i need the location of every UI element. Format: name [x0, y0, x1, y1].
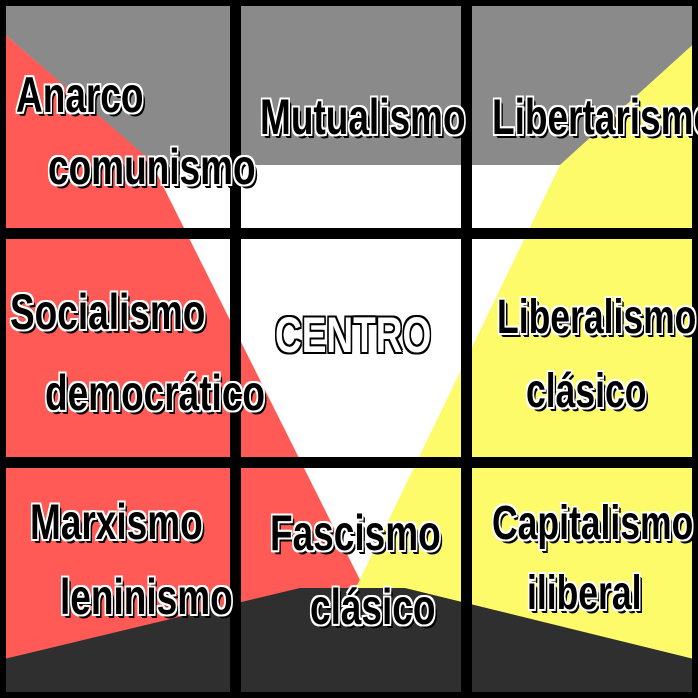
grid-line-horizontal-2: [0, 457, 698, 468]
grid-line-vertical-1: [230, 0, 241, 698]
grid-line-vertical-2: [461, 0, 472, 698]
grid-line-bottom: [0, 692, 698, 698]
label-marxismo: Marxismo: [30, 494, 203, 550]
label-capitalismo: Capitalismo: [492, 497, 694, 550]
grid-line-left: [0, 0, 6, 698]
right-zone: [350, 40, 698, 660]
label-libertarismo: Libertarismo: [492, 89, 698, 145]
label-socialismo: Socialismo: [10, 284, 206, 340]
label-comunismo: comunismo: [48, 139, 256, 195]
label-centro: CENTRO: [275, 307, 432, 363]
label-iliberal: iliberal: [527, 567, 642, 620]
grid-line-right: [692, 0, 698, 698]
label-mutualismo: Mutualismo: [260, 89, 466, 145]
label-liberalismo: Liberalismo: [497, 291, 697, 344]
label-anarco: Anarco: [16, 67, 144, 123]
bottom-zone: [0, 588, 698, 698]
top-zone: [0, 0, 698, 165]
label-democratico: democrático: [45, 365, 266, 421]
grid-line-horizontal-1: [0, 228, 698, 239]
label-fascismo: Fascismo: [270, 505, 441, 561]
label-leninismo: leninismo: [60, 569, 233, 625]
label-clasico-fascismo: clásico: [310, 579, 436, 635]
left-zone: [0, 30, 370, 660]
grid-line-top: [0, 0, 698, 6]
label-clasico-liberal: clásico: [526, 365, 647, 418]
